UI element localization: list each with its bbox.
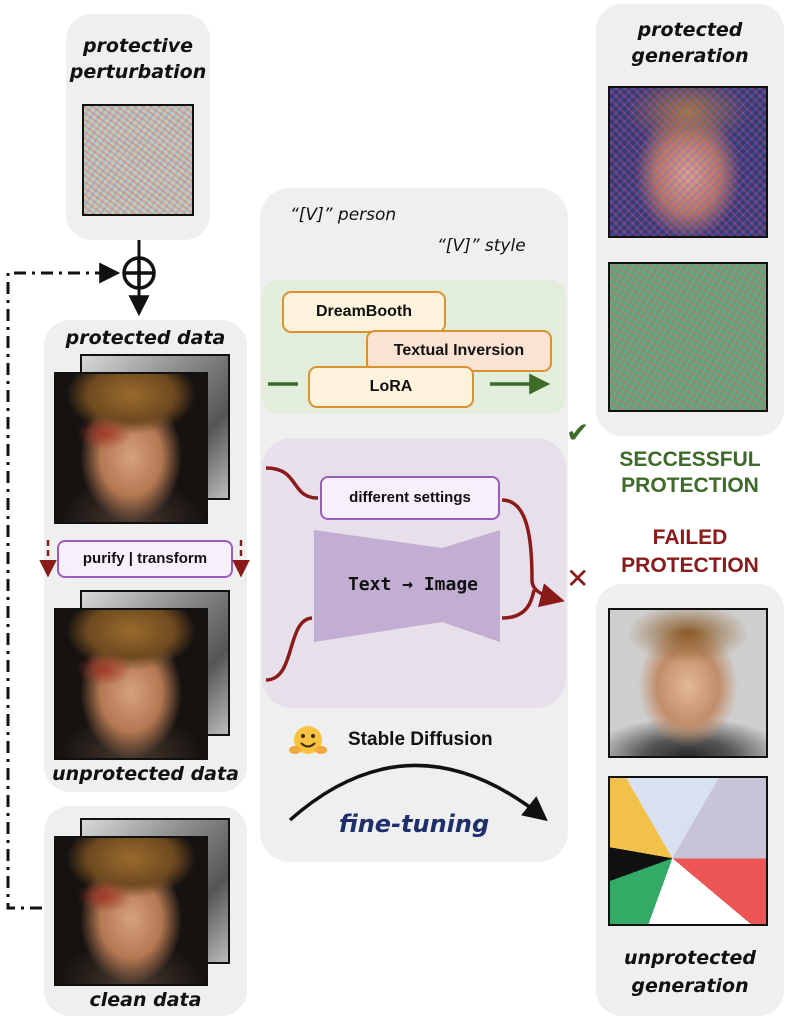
protected-face-image [54, 372, 208, 524]
clean-data-title: clean data [89, 989, 202, 1011]
method-lora-label: LoRA [369, 378, 413, 395]
unprotected-generation-title-line2: generation [631, 975, 749, 997]
failed-cross-icon: ✕ [566, 562, 590, 595]
method-lora: LoRA [308, 366, 474, 408]
protected-generation-title-line2: generation [631, 45, 749, 67]
unprotected-generated-elephant-image [608, 776, 768, 926]
style-prompt-label: “[V]” style [437, 236, 526, 256]
protected-generated-elephant-image [608, 262, 768, 412]
protected-data-title: protected data [65, 327, 226, 349]
success-check-icon: ✔ [566, 416, 590, 449]
unprotected-face-image [54, 608, 208, 760]
purify-transform-label: purify | transform [82, 550, 208, 567]
protected-generation-panel: protected generation [596, 4, 784, 436]
perturbation-panel: protective perturbation [66, 14, 210, 240]
success-status-line1: SECCESSFUL [619, 448, 761, 471]
failed-status-line2: PROTECTION [621, 554, 759, 577]
different-settings-label: different settings [349, 489, 471, 506]
perturbation-noise-image [82, 104, 194, 216]
model-label: Text → Image [347, 574, 479, 595]
different-settings-tag: different settings [320, 476, 500, 520]
perturbation-title-line2: perturbation [69, 61, 207, 83]
clean-data-panel: clean data [44, 806, 247, 1016]
unprotected-generation-panel: unprotected generation [596, 584, 784, 1016]
add-operator-icon [122, 256, 156, 290]
unprotected-generation-title-line1: unprotected [624, 947, 756, 969]
protected-generation-title-line1: protected [637, 19, 743, 41]
failed-status-line1: FAILED [652, 526, 728, 549]
method-textual-inversion-label: Textual Inversion [393, 342, 525, 359]
clean-face-image [54, 836, 208, 986]
purify-transform-tag: purify | transform [57, 540, 233, 578]
success-status-line2: PROTECTION [621, 474, 759, 497]
perturbation-title-line1: protective [82, 35, 194, 57]
protected-generated-face-image [608, 86, 768, 238]
stable-diffusion-label: Stable Diffusion [348, 729, 493, 750]
unprotected-data-title: unprotected data [52, 763, 239, 785]
person-prompt-label: “[V]” person [290, 205, 397, 225]
method-textual-inversion: Textual Inversion [366, 330, 552, 372]
unprotected-generated-face-image [608, 608, 768, 758]
fine-tuning-caption: fine-tuning [338, 810, 490, 838]
method-dreambooth: DreamBooth [282, 291, 446, 333]
method-dreambooth-label: DreamBooth [315, 303, 412, 320]
